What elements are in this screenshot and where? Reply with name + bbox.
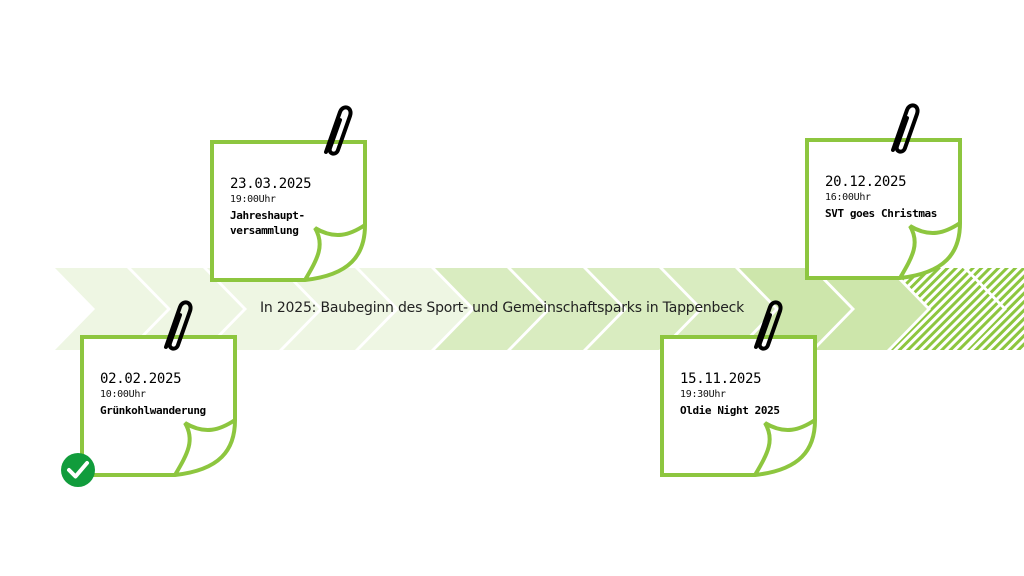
timeline-chevron bbox=[131, 268, 243, 350]
timeline-chevron bbox=[815, 268, 927, 350]
paperclip-icon bbox=[164, 300, 193, 351]
event-note-1: 02.02.2025 10:00Uhr Grünkohlwanderung bbox=[80, 300, 240, 485]
timeline-chevron bbox=[207, 268, 319, 350]
sticky-note-paper bbox=[80, 335, 237, 477]
event-time: 19:30Uhr bbox=[680, 389, 726, 400]
paperclip-icon bbox=[754, 300, 783, 351]
timeline-chevron bbox=[587, 268, 699, 350]
paperclip-icon bbox=[324, 105, 353, 156]
sticky-note-paper bbox=[805, 138, 962, 280]
event-title: Jahreshaupt- versammlung bbox=[230, 208, 362, 238]
event-note-3: 15.11.2025 19:30Uhr Oldie Night 2025 bbox=[660, 300, 820, 485]
event-title-line: versammlung bbox=[230, 224, 299, 237]
event-title-line: Jahreshaupt- bbox=[230, 209, 305, 222]
timeline-chevron bbox=[663, 268, 775, 350]
paperclip-icon bbox=[891, 103, 920, 154]
event-note-2: 23.03.2025 19:00Uhr Jahreshaupt- versamm… bbox=[210, 105, 370, 290]
event-time: 16:00Uhr bbox=[825, 192, 871, 203]
checkmark-icon bbox=[61, 453, 95, 487]
timeline-chevron bbox=[967, 268, 1024, 350]
timeline-banner: In 2025: Baubeginn des Sport- und Gemein… bbox=[260, 300, 745, 316]
timeline-chevron bbox=[891, 268, 1003, 350]
timeline-chevron bbox=[359, 268, 471, 350]
timeline-chevron bbox=[511, 268, 623, 350]
event-date: 23.03.2025 bbox=[230, 176, 312, 192]
sticky-note-paper bbox=[210, 140, 367, 282]
event-time: 19:00Uhr bbox=[230, 194, 276, 205]
timeline-chevron bbox=[283, 268, 395, 350]
event-title: Grünkohlwanderung bbox=[100, 404, 206, 417]
sticky-note-paper bbox=[660, 335, 817, 477]
event-time: 10:00Uhr bbox=[100, 389, 146, 400]
timeline-chevron bbox=[435, 268, 547, 350]
event-date: 15.11.2025 bbox=[680, 371, 762, 387]
timeline-chevron bbox=[739, 268, 851, 350]
event-date: 20.12.2025 bbox=[825, 174, 907, 190]
timeline-chevron bbox=[55, 268, 167, 350]
event-title: Oldie Night 2025 bbox=[680, 404, 780, 417]
event-title: SVT goes Christmas bbox=[825, 207, 938, 220]
event-note-4: 20.12.2025 16:00Uhr SVT goes Christmas bbox=[805, 103, 965, 288]
event-date: 02.02.2025 bbox=[100, 371, 182, 387]
